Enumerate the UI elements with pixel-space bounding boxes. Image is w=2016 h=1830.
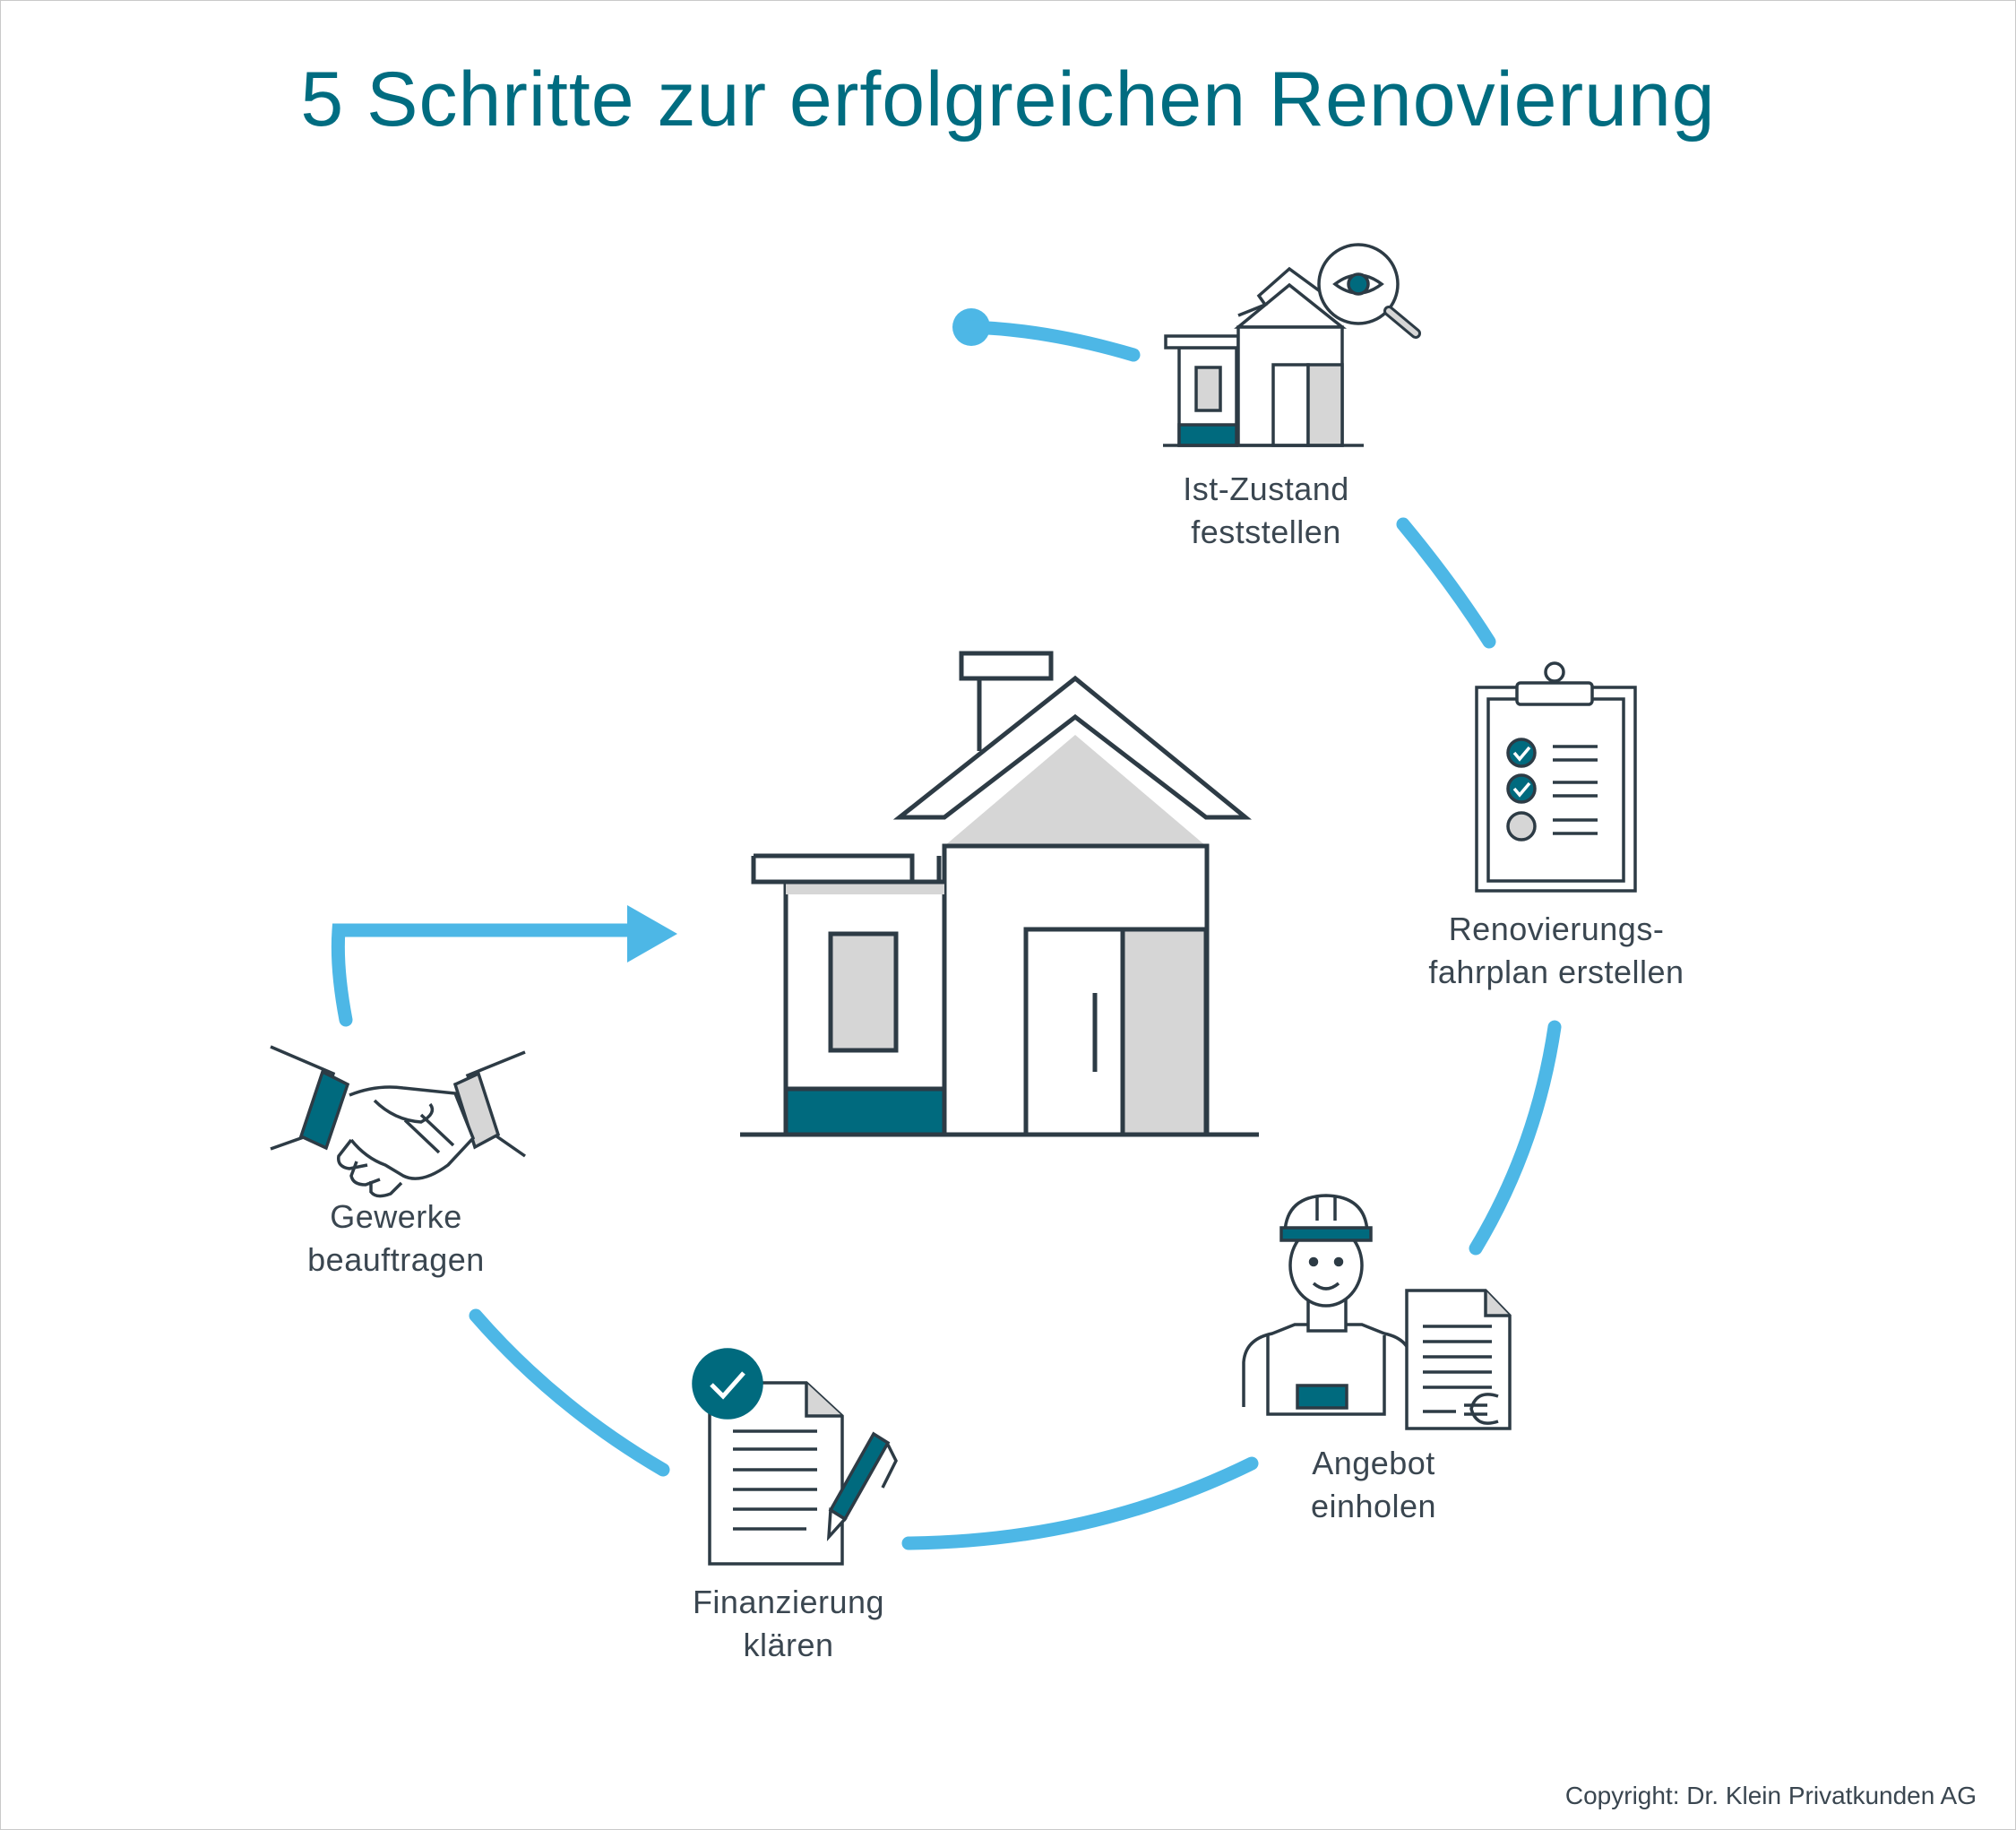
step-4-label: Finanzierung klären [609, 1581, 968, 1667]
cycle-arc-1 [964, 320, 1141, 362]
handshake-icon [270, 1045, 526, 1198]
cycle-arc-2 [1396, 517, 1496, 649]
cycle-arc-5 [469, 1308, 670, 1477]
cycle-arc-6 [331, 923, 634, 1027]
step-3-line-2: einholen [1310, 1488, 1437, 1524]
step-5-line-2: beauftragen [307, 1241, 485, 1278]
signed-document-icon [692, 1348, 898, 1566]
cycle-arc-4 [901, 1456, 1259, 1550]
step-4-line-2: klären [743, 1627, 834, 1663]
step-1-line-2: feststellen [1191, 514, 1341, 550]
house-inspection-icon [1163, 243, 1421, 447]
cycle-arrowhead [627, 905, 677, 962]
renovated-house-icon [740, 651, 1259, 1137]
step-1-label: Ist-Zustand feststellen [1087, 468, 1445, 554]
clipboard-checklist-icon [1475, 661, 1637, 893]
page-title: 5 Schritte zur erfolgreichen Renovierung [300, 56, 1716, 142]
craftsman-with-invoice-icon [1242, 1194, 1512, 1430]
step-3-line-1: Angebot [1312, 1445, 1435, 1481]
cycle-arc-3 [1469, 1020, 1562, 1256]
step-3-label: Angebot einholen [1194, 1442, 1553, 1528]
step-2-line-1: Renovierungs- [1448, 911, 1665, 947]
cycle-arrows [331, 308, 1562, 1550]
step-2-label: Renovierungs- fahrplan erstellen [1377, 908, 1736, 994]
step-5-line-1: Gewerke [330, 1198, 462, 1235]
copyright-notice: Copyright: Dr. Klein Privatkunden AG [1564, 1782, 1977, 1809]
step-2-line-2: fahrplan erstellen [1428, 954, 1684, 990]
step-4-line-1: Finanzierung [692, 1584, 885, 1620]
step-1-line-1: Ist-Zustand [1183, 470, 1349, 507]
step-5-label: Gewerke beauftragen [217, 1196, 575, 1282]
